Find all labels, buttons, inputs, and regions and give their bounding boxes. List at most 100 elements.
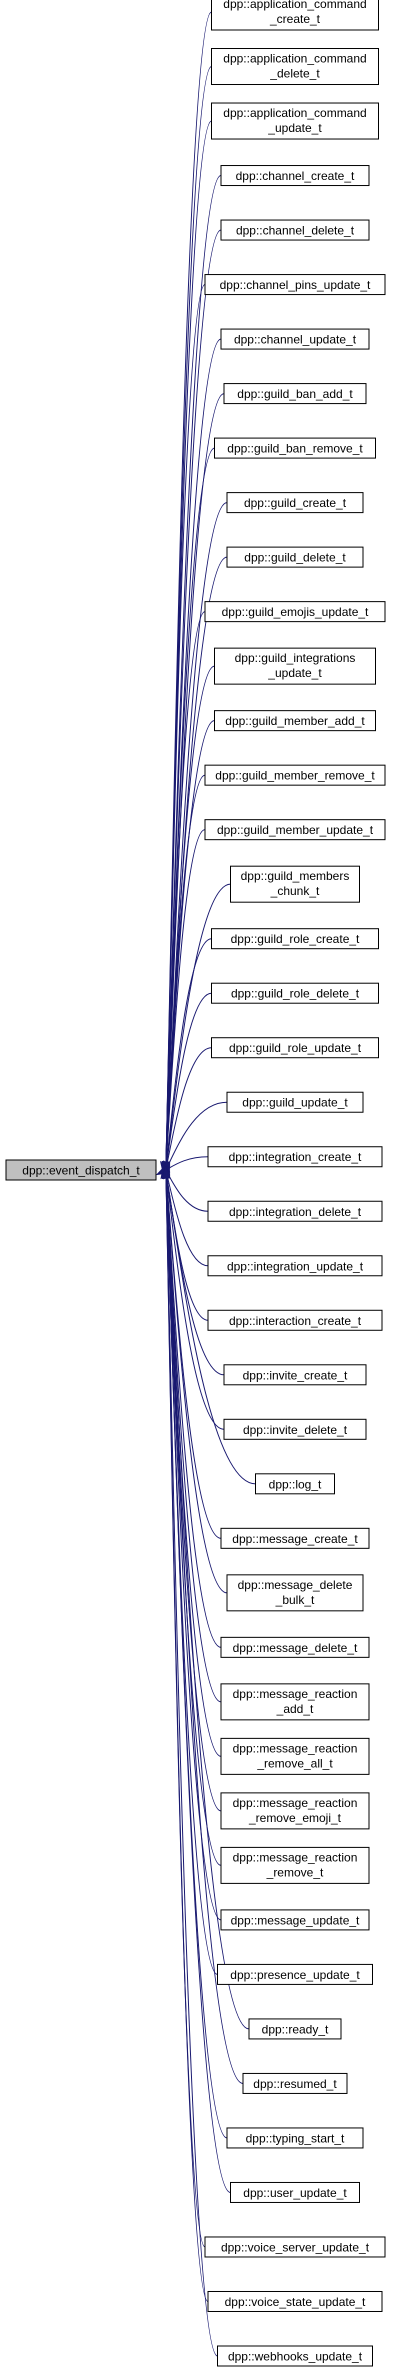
class-node-label: _create_t [269, 12, 321, 26]
class-node-label: dpp::integration_delete_t [229, 1205, 362, 1219]
class-node-box [220, 1792, 370, 1830]
class-node-label: dpp::application_command [223, 0, 366, 11]
class-node-application-command-create-t[interactable]: dpp::application_command_create_t [211, 0, 379, 31]
class-node-integration-create-t[interactable]: dpp::integration_create_t [207, 1146, 383, 1168]
class-node-guild-ban-add-t[interactable]: dpp::guild_ban_add_t [223, 383, 367, 405]
class-node-invite-create-t[interactable]: dpp::invite_create_t [223, 1364, 367, 1386]
class-node-webhooks-update-t[interactable]: dpp::webhooks_update_t [217, 2345, 373, 2367]
class-node-guild-role-delete-t[interactable]: dpp::guild_role_delete_t [211, 982, 379, 1004]
class-node-application-command-update-t[interactable]: dpp::application_command_update_t [211, 102, 379, 140]
class-node-channel-create-t[interactable]: dpp::channel_create_t [220, 165, 370, 187]
class-node-message-delete-t[interactable]: dpp::message_delete_t [220, 1636, 370, 1658]
class-node-voice-server-update-t[interactable]: dpp::voice_server_update_t [204, 2236, 386, 2258]
inheritance-edge [165, 1177, 250, 2030]
class-node-integration-update-t[interactable]: dpp::integration_update_t [207, 1255, 383, 1277]
class-node-user-update-t[interactable]: dpp::user_update_t [230, 2181, 360, 2203]
class-node-label: dpp::guild_update_t [242, 1096, 348, 1110]
class-node-box [207, 2290, 383, 2312]
class-node-box [204, 764, 386, 786]
class-node-box [217, 1963, 373, 1985]
inheritance-edge [165, 1177, 218, 2357]
base-class-label: dpp::event_dispatch_t [22, 1164, 140, 1178]
class-node-typing-start-t[interactable]: dpp::typing_start_t [226, 2127, 364, 2149]
class-node-box [220, 165, 370, 187]
class-node-box [248, 2018, 342, 2040]
class-node-label: _bulk_t [275, 1593, 315, 1607]
class-node-label: dpp::guild_emojis_update_t [222, 605, 369, 619]
class-node-box [220, 1527, 370, 1549]
inheritance-edge [165, 1173, 256, 1485]
class-node-integration-delete-t[interactable]: dpp::integration_delete_t [207, 1200, 383, 1222]
class-node-message-delete-bulk-t[interactable]: dpp::message_delete_bulk_t [226, 1574, 364, 1612]
class-node-label: dpp::application_command [223, 106, 366, 120]
class-node-label: dpp::guild_create_t [244, 496, 347, 510]
inheritance-edge [165, 1175, 228, 1594]
class-node-channel-delete-t[interactable]: dpp::channel_delete_t [220, 219, 370, 241]
class-node-box [242, 2072, 348, 2094]
class-node-application-command-delete-t[interactable]: dpp::application_command_delete_t [211, 48, 379, 86]
class-node-invite-delete-t[interactable]: dpp::invite_delete_t [223, 1418, 367, 1440]
inheritance-edge [165, 1101, 228, 1170]
class-node-guild-role-create-t[interactable]: dpp::guild_role_create_t [211, 928, 379, 950]
class-node-box [255, 1473, 335, 1495]
class-node-guild-members-chunk-t[interactable]: dpp::guild_members_chunk_t [230, 865, 360, 903]
class-node-box [214, 647, 376, 685]
class-node-guild-member-remove-t[interactable]: dpp::guild_member_remove_t [204, 764, 386, 786]
inheritance-edge [165, 1156, 209, 1171]
class-node-channel-pins-update-t[interactable]: dpp::channel_pins_update_t [204, 274, 386, 296]
class-node-resumed-t[interactable]: dpp::resumed_t [242, 2072, 348, 2094]
class-node-interaction-create-t[interactable]: dpp::interaction_create_t [207, 1309, 383, 1331]
class-node-label: _add_t [276, 1702, 314, 1716]
class-node-message-update-t[interactable]: dpp::message_update_t [220, 1909, 370, 1931]
class-node-label: dpp::resumed_t [253, 2077, 337, 2091]
class-node-box [230, 865, 360, 903]
class-node-box [223, 1418, 367, 1440]
class-node-guild-delete-t[interactable]: dpp::guild_delete_t [226, 546, 364, 568]
class-node-label: _delete_t [269, 67, 320, 81]
class-node-box [207, 1146, 383, 1168]
class-node-guild-update-t[interactable]: dpp::guild_update_t [226, 1091, 364, 1113]
class-node-guild-ban-remove-t[interactable]: dpp::guild_ban_remove_t [214, 437, 376, 459]
class-node-guild-integrations-update-t[interactable]: dpp::guild_integrations_update_t [214, 647, 376, 685]
class-node-label: dpp::guild_role_update_t [229, 1041, 362, 1055]
inheritance-edges [155, 11, 256, 2357]
class-node-box [214, 437, 376, 459]
class-node-ready-t[interactable]: dpp::ready_t [248, 2018, 342, 2040]
class-node-box [211, 928, 379, 950]
class-node-log-t[interactable]: dpp::log_t [255, 1473, 335, 1495]
class-node-voice-state-update-t[interactable]: dpp::voice_state_update_t [207, 2290, 383, 2312]
inheritance-edge [165, 284, 206, 1163]
base-class-node[interactable]: dpp::event_dispatch_t [5, 1159, 157, 1181]
class-node-message-reaction-add-t[interactable]: dpp::message_reaction_add_t [220, 1683, 370, 1721]
class-node-box [230, 2181, 360, 2203]
class-node-message-reaction-remove-t[interactable]: dpp::message_reaction_remove_t [220, 1846, 370, 1884]
class-node-box [226, 492, 364, 514]
class-node-guild-member-add-t[interactable]: dpp::guild_member_add_t [214, 710, 376, 732]
inheritance-edge [165, 1047, 212, 1169]
inheritance-edge [165, 1177, 222, 1921]
class-node-message-create-t[interactable]: dpp::message_create_t [220, 1527, 370, 1549]
class-node-label: dpp::application_command [223, 52, 366, 66]
class-node-label: dpp::webhooks_update_t [228, 2350, 363, 2364]
class-node-box [220, 219, 370, 241]
inheritance-edge [165, 883, 231, 1167]
class-node-label: dpp::invite_delete_t [243, 1423, 348, 1437]
class-node-guild-create-t[interactable]: dpp::guild_create_t [226, 492, 364, 514]
class-node-box [226, 2127, 364, 2149]
class-node-box [207, 1255, 383, 1277]
class-node-label: dpp::ready_t [262, 2022, 329, 2036]
class-node-label: dpp::channel_create_t [236, 169, 355, 183]
class-node-label: dpp::channel_delete_t [236, 224, 355, 238]
inheritance-edge [165, 938, 212, 1168]
class-node-message-reaction-remove-all-t[interactable]: dpp::message_reaction_remove_all_t [220, 1737, 370, 1775]
class-node-presence-update-t[interactable]: dpp::presence_update_t [217, 1963, 373, 1985]
class-node-message-reaction-remove-emoji-t[interactable]: dpp::message_reaction_remove_emoji_t [220, 1792, 370, 1830]
class-node-guild-member-update-t[interactable]: dpp::guild_member_update_t [204, 819, 386, 841]
class-node-label: _remove_t [266, 1865, 324, 1879]
class-node-guild-emojis-update-t[interactable]: dpp::guild_emojis_update_t [204, 601, 386, 623]
inheritance-edge [165, 1170, 209, 1212]
class-node-guild-role-update-t[interactable]: dpp::guild_role_update_t [211, 1037, 379, 1059]
class-node-label: dpp::message_update_t [231, 1913, 360, 1927]
class-node-channel-update-t[interactable]: dpp::channel_update_t [220, 328, 370, 350]
